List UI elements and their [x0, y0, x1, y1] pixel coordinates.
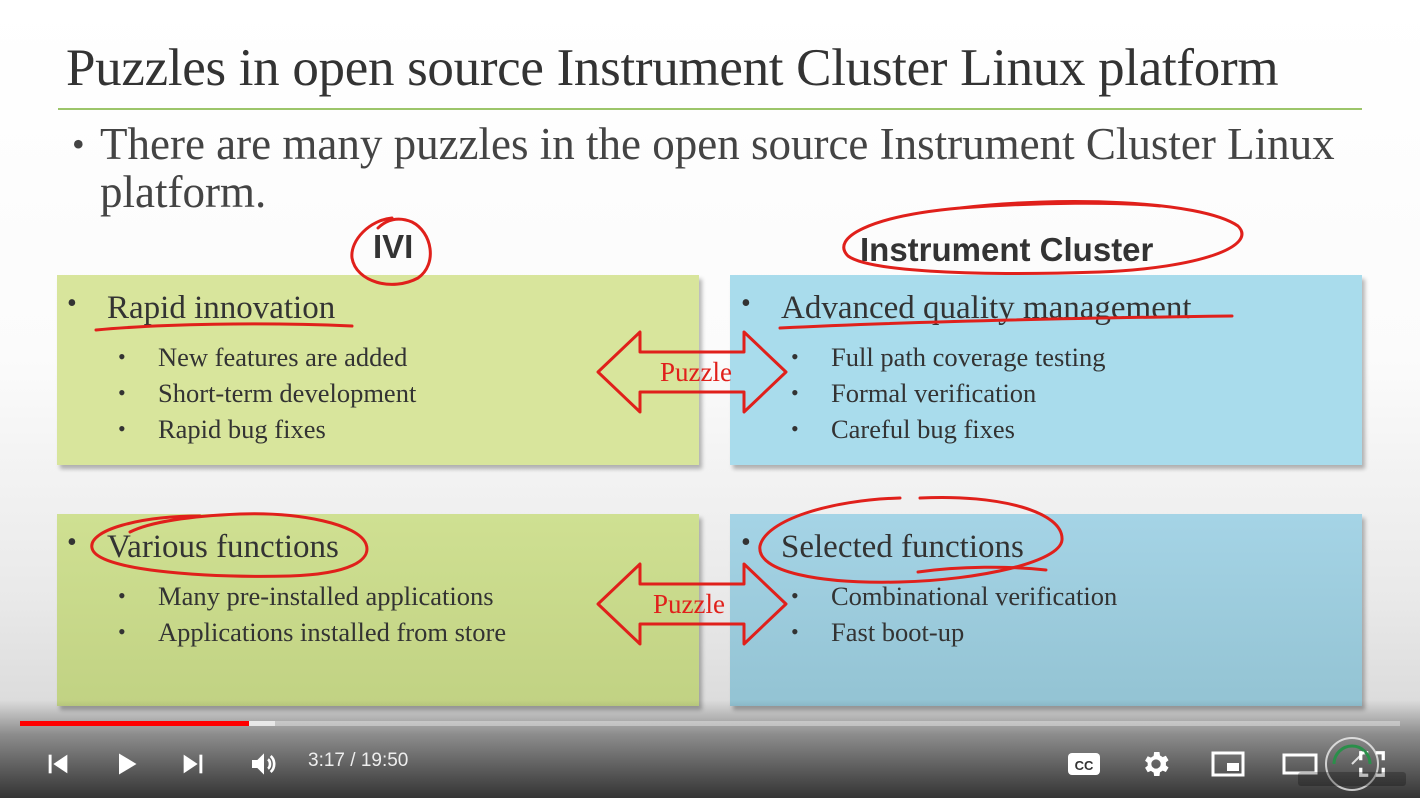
item-text: Rapid bug fixes [158, 414, 326, 444]
settings-button[interactable] [1136, 744, 1176, 784]
item-text: Full path coverage testing [831, 342, 1106, 372]
heading-various-functions: • Various functions [67, 527, 339, 566]
progress-bar[interactable] [20, 721, 1400, 726]
bullet: • [118, 619, 126, 644]
heading-text: Selected functions [781, 529, 1024, 565]
bullet: • [67, 288, 77, 319]
bullet: • [791, 583, 799, 608]
bullet: • [67, 527, 77, 558]
puzzle-label-top: Puzzle [660, 357, 732, 387]
svg-text:CC: CC [1075, 758, 1094, 773]
list-item: • New features are added [118, 342, 416, 378]
bullet: • [118, 416, 126, 441]
captions-icon: CC [1068, 753, 1100, 775]
theater-button[interactable] [1280, 744, 1320, 784]
list-item: • Full path coverage testing [791, 342, 1106, 378]
bullet: • [791, 380, 799, 405]
next-button[interactable] [175, 744, 211, 784]
heading-rapid-innovation: • Rapid innovation [67, 288, 336, 327]
list-item: • Rapid bug fixes [118, 414, 416, 450]
miniplayer-button[interactable] [1208, 744, 1248, 784]
previous-button[interactable] [40, 744, 76, 784]
item-text: Formal verification [831, 378, 1037, 408]
list-various-functions: • Many pre-installed applications • Applic… [118, 581, 507, 653]
list-selected-functions: • Combinational verification • Fast boot-u… [791, 581, 1118, 653]
box-quality-management [730, 275, 1362, 465]
captions-button[interactable]: CC [1064, 744, 1104, 784]
slide-title: Puzzles in open source Instrument Cluste… [66, 39, 1279, 97]
bullet: • [741, 527, 751, 558]
item-text: New features are added [158, 342, 408, 372]
play-icon [119, 753, 137, 775]
volume-button[interactable] [244, 744, 284, 784]
previous-icon [48, 754, 68, 774]
bullet: • [118, 380, 126, 405]
settings-icon [1145, 752, 1169, 776]
bullet: • [741, 288, 751, 319]
heading-text: Advanced quality management [781, 290, 1192, 326]
list-quality-management: • Full path coverage testing • Formal veri… [791, 342, 1106, 450]
miniplayer-icon [1211, 751, 1245, 777]
intro-bullet: • There are many puzzles in the open sou… [72, 120, 1372, 216]
item-text: Careful bug fixes [831, 414, 1015, 444]
bullet: • [791, 416, 799, 441]
time-display: 3:17 / 19:50 [308, 750, 409, 771]
item-text: Fast boot-up [831, 617, 965, 647]
next-icon [183, 754, 203, 774]
bullet: • [118, 344, 126, 369]
player-controls [0, 700, 1420, 798]
list-item: • Careful bug fixes [791, 414, 1106, 450]
heading-selected-functions: • Selected functions [741, 527, 1024, 566]
item-text: Combinational verification [831, 581, 1118, 611]
fullscreen-button[interactable] [1352, 744, 1392, 784]
title-divider [58, 108, 1362, 110]
list-item: • Fast boot-up [791, 617, 1117, 653]
list-item: • Short-term development [118, 378, 417, 414]
ivi-label: IVI [373, 228, 414, 265]
bullet: • [118, 583, 126, 608]
intro-text: There are many puzzles in the open sourc… [100, 119, 1335, 217]
box-rapid-innovation [57, 275, 699, 465]
bullet: • [791, 344, 799, 369]
channel-watermark-logo [1298, 737, 1406, 791]
heading-text: Various functions [107, 529, 339, 565]
item-text: Applications installed from store [158, 617, 507, 647]
progress-played[interactable] [20, 721, 250, 726]
list-item: • Applications installed from store [118, 617, 507, 653]
puzzle-label-bottom: Puzzle [653, 589, 725, 619]
intro-bullet-dot: • [72, 124, 85, 164]
bullet: • [791, 619, 799, 644]
theater-icon [1282, 753, 1318, 775]
play-button[interactable] [108, 744, 144, 784]
list-item: • Formal verification [791, 378, 1106, 414]
list-rapid-innovation: • New features are added • Short-term deve… [118, 342, 417, 450]
fullscreen-icon [1359, 751, 1385, 777]
volume-icon [252, 753, 276, 775]
heading-text: Rapid innovation [107, 290, 336, 326]
list-item: • Many pre-installed applications [118, 581, 506, 617]
instrument-cluster-label: Instrument Cluster [860, 231, 1154, 268]
item-text: Short-term development [158, 378, 417, 408]
list-item: • Combinational verification [791, 581, 1118, 617]
item-text: Many pre-installed applications [158, 581, 494, 611]
heading-quality-management: • Advanced quality management [741, 288, 1192, 327]
